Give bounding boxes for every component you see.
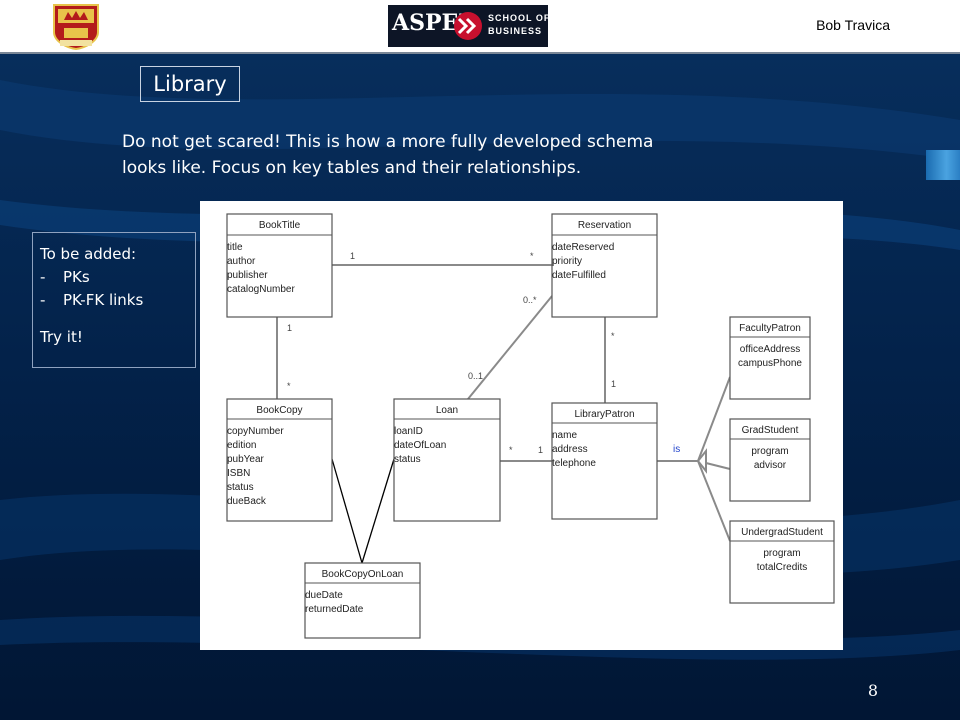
todo-call-to-action: Try it! xyxy=(40,328,83,346)
class-attribute: address xyxy=(552,444,588,455)
class-attribute: dueBack xyxy=(227,496,267,507)
chevron-arrows-icon xyxy=(454,12,482,40)
class-attribute: copyNumber xyxy=(227,426,284,437)
class-box-librarypatron: LibraryPatron name address telephone xyxy=(551,402,658,520)
university-crest-logo xyxy=(53,4,99,50)
multiplicity-label: 0..* xyxy=(523,295,537,305)
class-attribute: returnedDate xyxy=(305,604,364,615)
class-box-frame xyxy=(729,520,835,604)
class-attribute: name xyxy=(552,430,577,441)
class-name: BookTitle xyxy=(259,220,301,231)
multiplicity-label: * xyxy=(530,251,534,261)
slide-title: Library xyxy=(140,66,240,102)
class-attribute: dateOfLoan xyxy=(394,440,446,451)
class-box-frame xyxy=(551,213,658,318)
class-box-gradstudent: GradStudent program advisor xyxy=(729,418,811,502)
class-box-frame xyxy=(729,418,811,502)
link-loan-onloan xyxy=(361,458,395,564)
class-name: Reservation xyxy=(578,220,631,231)
class-attribute: title xyxy=(227,242,243,253)
class-attribute: program xyxy=(763,548,800,559)
class-attribute: catalogNumber xyxy=(227,284,295,295)
class-box-undergradstudent: UndergradStudent program totalCredits xyxy=(729,520,835,604)
generalization-triangle xyxy=(696,448,707,474)
intro-line-2: looks like. Focus on key tables and thei… xyxy=(122,158,582,178)
class-box-frame xyxy=(551,402,658,520)
multiplicity-label: 0..1 xyxy=(468,371,483,381)
class-attribute: status xyxy=(394,454,421,465)
multiplicity-label: 1 xyxy=(538,445,543,455)
multiplicity-label: 1 xyxy=(611,379,616,389)
class-attribute: publisher xyxy=(227,270,268,281)
intro-line-1: Do not get scared! This is how a more fu… xyxy=(122,132,654,152)
class-name: FacultyPatron xyxy=(739,323,801,334)
intro-text: Do not get scared! This is how a more fu… xyxy=(122,129,822,181)
generalization-label: is xyxy=(673,444,680,455)
class-box-bookcopyonloan: BookCopyOnLoan dueDate returnedDate xyxy=(304,562,421,639)
assoc-loan-reservation xyxy=(467,295,553,400)
multiplicity-label: * xyxy=(611,331,615,341)
class-attribute: status xyxy=(227,482,254,493)
class-attribute: program xyxy=(751,446,788,457)
class-attribute: telephone xyxy=(552,458,596,469)
class-attribute: priority xyxy=(552,256,582,267)
class-attribute: totalCredits xyxy=(757,562,808,573)
class-attribute: dueDate xyxy=(305,590,343,601)
multiplicity-label: 1 xyxy=(350,251,355,261)
multiplicity-label: 1 xyxy=(287,323,292,333)
asper-logo-subtitle-1: SCHOOL OF xyxy=(488,13,551,23)
class-attribute: edition xyxy=(227,440,256,451)
todo-item: -PKs xyxy=(40,268,90,286)
class-attribute: ISBN xyxy=(227,468,250,479)
page-number: 8 xyxy=(867,681,879,700)
class-box-facultypatron: FacultyPatron officeAddress campusPhone xyxy=(729,316,811,400)
author-name: Bob Travica xyxy=(816,17,890,33)
class-attribute: officeAddress xyxy=(740,344,800,355)
todo-heading: To be added: xyxy=(40,245,137,263)
multiplicity-label: * xyxy=(287,381,291,391)
accent-block xyxy=(926,150,960,180)
uml-diagram-panel: 1 * 1 * 0..* 0..1 * 1 * 1 is BookTitle ti… xyxy=(200,201,843,650)
class-attribute: campusPhone xyxy=(738,358,802,369)
class-box-loan: Loan loanID dateOfLoan status xyxy=(393,398,501,522)
class-box-reservation: Reservation dateReserved priority dateFulfi… xyxy=(551,213,658,318)
class-name: LibraryPatron xyxy=(574,409,634,420)
class-attribute: advisor xyxy=(754,460,787,471)
class-name: UndergradStudent xyxy=(741,527,823,538)
class-attribute: dateReserved xyxy=(552,242,614,253)
class-name: BookCopyOnLoan xyxy=(322,569,404,580)
uml-diagram: 1 * 1 * 0..* 0..1 * 1 * 1 is BookTitle ti… xyxy=(226,213,835,639)
class-name: Loan xyxy=(436,405,458,416)
multiplicity-label: * xyxy=(509,445,513,455)
class-box-booktitle: BookTitle title author publisher catalogNumb… xyxy=(226,213,333,318)
class-attribute: pubYear xyxy=(227,454,265,465)
class-boxes: BookTitle title author publisher catalogNumb… xyxy=(226,213,835,639)
class-name: GradStudent xyxy=(742,425,799,436)
class-attribute: dateFulfilled xyxy=(552,270,606,281)
class-attribute: author xyxy=(227,256,256,267)
class-box-frame xyxy=(729,316,811,400)
class-name: BookCopy xyxy=(256,405,302,416)
class-box-frame xyxy=(304,562,421,639)
asper-logo-subtitle-2: BUSINESS xyxy=(488,26,543,36)
todo-box: To be added: -PKs -PK-FK links Try it! xyxy=(32,232,196,368)
header-bar: ASPER SCHOOL OF BUSINESS Bob Travica xyxy=(0,0,960,54)
todo-item: -PK-FK links xyxy=(40,291,144,309)
link-bookcopy-onloan xyxy=(331,458,363,564)
class-box-frame xyxy=(226,213,333,318)
class-attribute: loanID xyxy=(394,426,423,437)
